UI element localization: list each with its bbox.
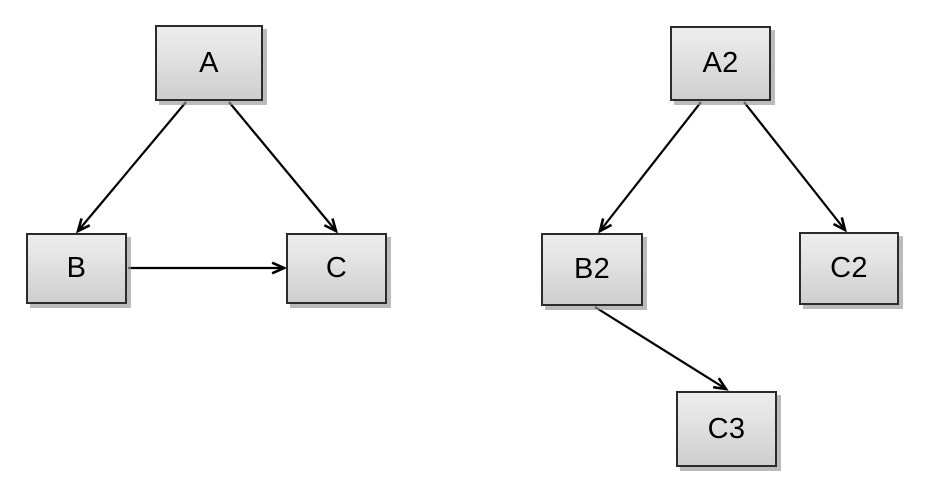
edge-a-to-b bbox=[75, 101, 187, 234]
edge-b2-to-c3 bbox=[594, 306, 729, 391]
node-a2[interactable]: A2 bbox=[670, 26, 771, 101]
edge-line bbox=[77, 101, 187, 232]
edge-a-to-c bbox=[228, 101, 339, 234]
node-b2-label: B2 bbox=[573, 253, 611, 285]
arrowhead-icon bbox=[271, 261, 288, 275]
node-b[interactable]: B bbox=[26, 233, 127, 304]
node-c3[interactable]: C3 bbox=[676, 391, 777, 467]
node-c-label: C bbox=[325, 252, 348, 284]
edge-line bbox=[594, 306, 727, 390]
node-c2-label: C2 bbox=[830, 252, 868, 284]
node-c[interactable]: C bbox=[286, 233, 387, 304]
node-c2[interactable]: C2 bbox=[799, 232, 899, 305]
node-a-label: A bbox=[199, 46, 219, 79]
node-a2-label: A2 bbox=[702, 47, 739, 79]
edge-line bbox=[743, 101, 846, 231]
node-b2[interactable]: B2 bbox=[541, 233, 643, 306]
node-b-label: B bbox=[66, 252, 87, 284]
edge-line bbox=[228, 101, 337, 232]
edge-line bbox=[599, 101, 702, 232]
edge-a2-to-c2 bbox=[743, 101, 847, 233]
arrowhead-icon bbox=[712, 377, 729, 391]
arrowhead-icon bbox=[75, 218, 91, 234]
arrowhead-icon bbox=[832, 217, 847, 233]
node-a[interactable]: A bbox=[155, 25, 263, 101]
edge-b-to-c bbox=[128, 261, 288, 275]
edge-a2-to-b2 bbox=[598, 101, 702, 234]
arrowhead-icon bbox=[598, 218, 613, 234]
node-c3-label: C3 bbox=[707, 412, 746, 445]
arrowhead-icon bbox=[323, 218, 339, 234]
